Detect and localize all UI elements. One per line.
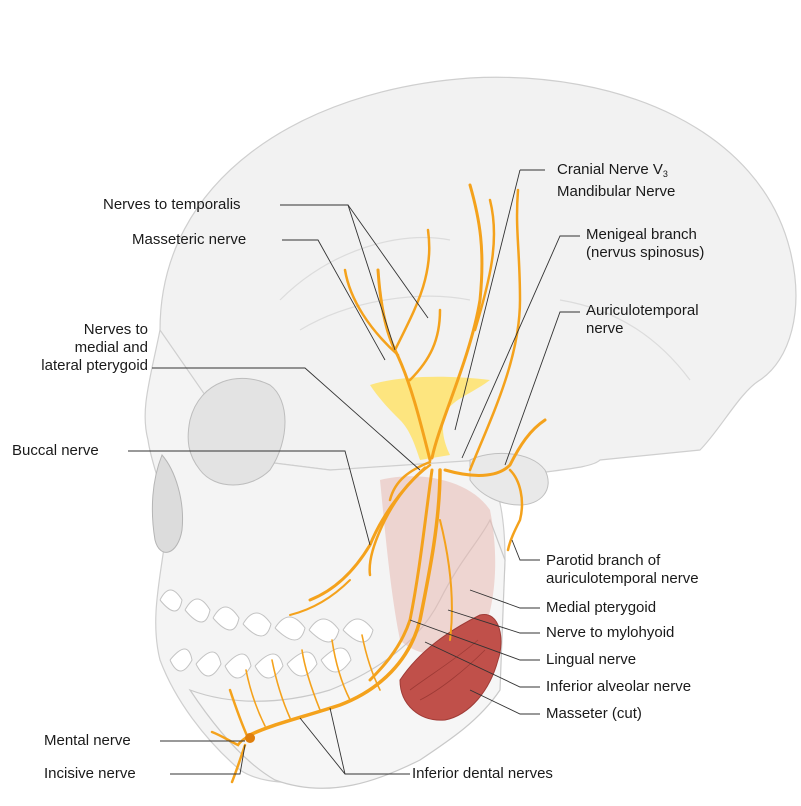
label-buccal-nerve: Buccal nerve xyxy=(12,442,99,460)
parotid-line1: Parotid branch of xyxy=(546,552,660,569)
label-inferior-dental-nerves: Inferior dental nerves xyxy=(412,765,553,783)
label-parotid-branch: Parotid branch of auriculotemporal nerve xyxy=(546,552,699,588)
parotid-line2: auriculotemporal nerve xyxy=(546,570,699,587)
label-nerves-to-pterygoid: Nerves to medial and lateral pterygoid xyxy=(41,321,148,375)
eye-socket xyxy=(188,378,285,485)
label-mental-nerve: Mental nerve xyxy=(44,732,131,750)
label-meningeal-branch: Menigeal branch (nervus spinosus) xyxy=(586,226,704,262)
pterygoid-line1: Nerves to xyxy=(84,321,148,338)
label-masseteric-nerve: Masseteric nerve xyxy=(132,231,246,249)
label-nerves-to-temporalis: Nerves to temporalis xyxy=(103,196,241,214)
auriculotemporal-line1: Auriculotemporal xyxy=(586,302,699,319)
label-auriculotemporal-nerve: Auriculotemporal nerve xyxy=(586,302,699,338)
meningeal-line2: (nervus spinosus) xyxy=(586,244,704,261)
pterygoid-line2: medial and xyxy=(75,339,148,356)
label-nerve-to-mylohyoid: Nerve to mylohyoid xyxy=(546,624,674,642)
cranial-nerve-subscript: 3 xyxy=(663,169,668,179)
label-medial-pterygoid: Medial pterygoid xyxy=(546,599,656,617)
mental-foramen xyxy=(245,733,255,743)
pterygoid-line3: lateral pterygoid xyxy=(41,357,148,374)
cranial-nerve-text: Cranial Nerve V xyxy=(557,161,663,178)
label-inferior-alveolar-nerve: Inferior alveolar nerve xyxy=(546,678,691,696)
label-lingual-nerve: Lingual nerve xyxy=(546,651,636,669)
mandibular-nerve-text: Mandibular Nerve xyxy=(557,183,675,200)
meningeal-line1: Menigeal branch xyxy=(586,226,697,243)
label-masseter-cut: Masseter (cut) xyxy=(546,705,642,723)
label-cranial-nerve-v3: Cranial Nerve V3 Mandibular Nerve xyxy=(557,161,675,201)
label-incisive-nerve: Incisive nerve xyxy=(44,765,136,783)
auriculotemporal-line2: nerve xyxy=(586,320,624,337)
